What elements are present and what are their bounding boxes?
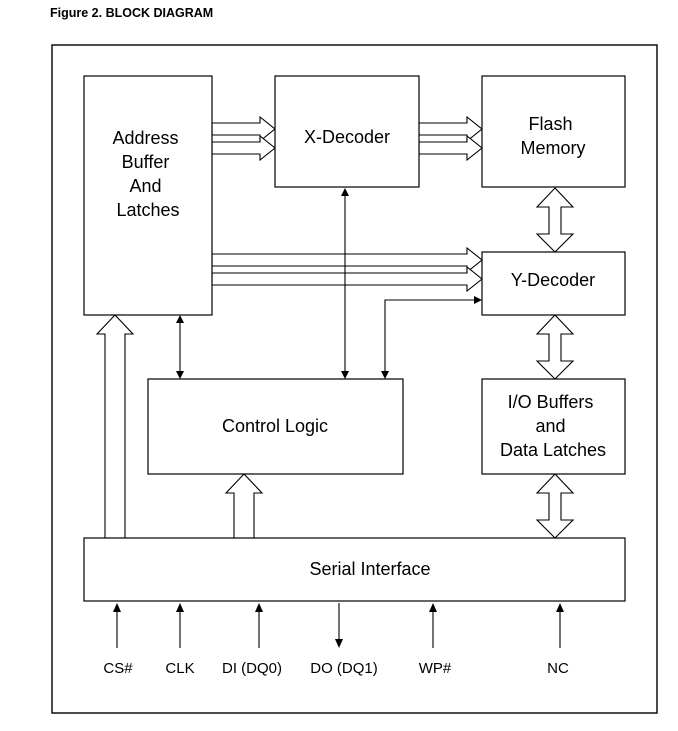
bus-arrow-xdecoder-to-flash-2 (418, 134, 483, 162)
bus-arrow-address-to-ydecoder-1 (211, 246, 483, 274)
address-buffer-label: Address Buffer And Latches (112, 128, 183, 220)
pin-label-wp: WP# (419, 660, 452, 677)
arrowhead-down (335, 639, 343, 648)
x-decoder-block: X-Decoder (274, 75, 420, 188)
arrowhead-down (176, 371, 184, 379)
diagram-frame (51, 44, 658, 714)
arrowhead-down (381, 371, 389, 379)
arrowhead-up (429, 603, 437, 612)
control-logic-block: Control Logic (147, 378, 404, 475)
arrowhead-right (474, 296, 482, 304)
x-decoder-label: X-Decoder (304, 127, 390, 147)
bus-arrow-ydecoder-iobuffers (535, 314, 575, 380)
wire-control-ydecoder (384, 299, 475, 372)
io-buffers-label: I/O Buffers and Data Latches (500, 392, 606, 460)
arrowhead-up (176, 315, 184, 323)
pin-label-di: DI (DQ0) (222, 660, 282, 677)
arrowhead-up (341, 188, 349, 196)
y-decoder-block: Y-Decoder (481, 251, 626, 316)
arrowhead-up (255, 603, 263, 612)
y-decoder-label: Y-Decoder (511, 270, 595, 290)
bus-arrow-address-to-ydecoder-2 (211, 265, 483, 293)
bus-arrow-address-to-xdecoder-2 (211, 134, 276, 162)
io-buffers-block: I/O Buffers and Data Latches (481, 378, 626, 475)
flash-memory-block: Flash Memory (481, 75, 626, 188)
arrowhead-up (113, 603, 121, 612)
serial-interface-label: Serial Interface (309, 559, 430, 579)
pin-label-clk: CLK (165, 660, 194, 677)
bus-arrow-iobuffers-serial (535, 473, 575, 539)
address-buffer-block: Address Buffer And Latches (83, 75, 213, 316)
control-logic-label: Control Logic (222, 416, 328, 436)
serial-interface-block: Serial Interface (83, 537, 626, 602)
pin-label-cs: CS# (103, 660, 133, 677)
arrowhead-up (176, 603, 184, 612)
bus-arrow-serial-to-control (224, 473, 264, 539)
arrowhead-up (556, 603, 564, 612)
pin-label-nc: NC (547, 660, 569, 677)
figure-caption: Figure 2. BLOCK DIAGRAM (50, 6, 214, 20)
bus-arrow-xdecoder-to-flash-1 (418, 115, 483, 143)
pin-label-do: DO (DQ1) (310, 660, 378, 677)
bus-arrow-address-to-xdecoder-1 (211, 115, 276, 143)
flash-memory-label: Flash Memory (520, 114, 585, 158)
arrowhead-down (341, 371, 349, 379)
bus-arrow-serial-to-address (95, 314, 135, 539)
bus-arrow-flash-ydecoder (535, 187, 575, 253)
